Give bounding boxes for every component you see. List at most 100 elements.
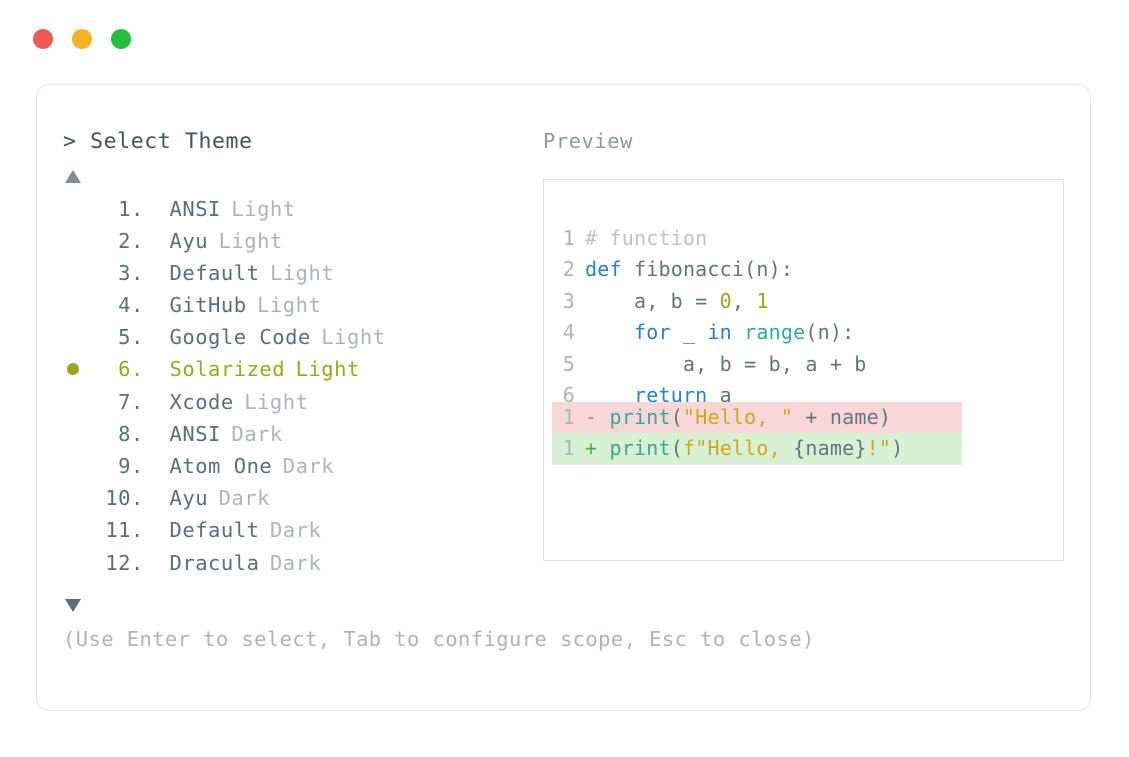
code-token: # function: [585, 225, 708, 250]
selected-dot-icon: [67, 363, 79, 376]
theme-item-name: Default: [169, 518, 260, 543]
theme-item-variant: Light: [295, 357, 360, 382]
spacer: [144, 486, 170, 510]
theme-item-name: Solarized: [169, 357, 286, 382]
theme-item-index: 1: [118, 196, 131, 221]
theme-item-index: 7: [118, 389, 131, 414]
theme-item-variant: Dark: [269, 518, 322, 543]
theme-item-index: 6: [118, 357, 131, 382]
select-theme-label: Select Theme: [90, 129, 253, 154]
theme-item-variant: Dark: [218, 486, 270, 511]
theme-item-index: 8: [118, 421, 131, 446]
theme-list-item[interactable]: 7. Xcode Light: [63, 390, 543, 422]
theme-item-variant: Dark: [282, 454, 335, 478]
theme-item-index: 9: [118, 454, 131, 478]
window-titlebar: [33, 29, 131, 49]
code-token: in: [707, 320, 732, 344]
line-number: 1: [562, 404, 575, 429]
code-token: (: [670, 436, 683, 460]
theme-item-name: Default: [169, 260, 260, 285]
code-token: ,: [731, 288, 757, 313]
triangle-up-icon[interactable]: [65, 169, 81, 183]
keyboard-hint: (Use Enter to select, Tab to configure s…: [63, 627, 815, 651]
theme-item-index-dot: .: [131, 325, 144, 350]
code-token: !": [866, 436, 892, 460]
theme-item-variant: Light: [218, 228, 283, 253]
theme-item-index-dot: .: [131, 518, 144, 543]
preview-label: Preview: [543, 129, 633, 153]
code-token: a, b =: [585, 288, 720, 313]
theme-item-variant: Dark: [231, 421, 283, 446]
line-number: 1: [562, 225, 575, 250]
zoom-button-dot[interactable]: [111, 29, 131, 49]
theme-item-name: ANSI: [169, 196, 221, 221]
code-token: [585, 320, 634, 344]
code-line: 5 a, b = b, a + b: [562, 349, 867, 381]
spacer: [144, 261, 170, 285]
theme-item-index: 2: [118, 228, 131, 253]
line-number: 1: [562, 436, 575, 460]
theme-item-index-dot: .: [131, 357, 144, 382]
theme-item-index-dot: .: [131, 260, 144, 285]
theme-item-index-dot: .: [131, 228, 144, 253]
theme-item-variant: Light: [231, 196, 296, 221]
spacer: [144, 357, 170, 381]
diff-marker-icon: +: [585, 436, 598, 460]
spacer: [144, 293, 170, 317]
spacer: [144, 454, 170, 478]
diff-line-del: 1- print("Hello, " + name): [552, 401, 962, 433]
spacer: [597, 436, 609, 460]
code-token: "Hello, ": [682, 404, 794, 429]
theme-item-name: Dracula: [169, 550, 260, 575]
code-token: 0: [719, 288, 732, 313]
code-token: for: [633, 320, 671, 344]
code-token: range: [744, 320, 806, 344]
spacer: [144, 197, 170, 221]
theme-item-index: 5: [118, 325, 131, 350]
line-number: 5: [562, 351, 575, 376]
theme-item-name: Atom One: [169, 454, 273, 478]
spacer: [144, 422, 170, 446]
code-token: f"Hello,: [682, 436, 794, 460]
diff-preview: 1- print("Hello, " + name)1+ print(f"Hel…: [552, 401, 962, 465]
close-button-dot[interactable]: [33, 29, 53, 49]
page-title-text: [77, 129, 91, 154]
code-token: a: [707, 383, 732, 407]
theme-item-variant: Light: [244, 389, 309, 414]
code-token: [732, 320, 744, 344]
line-number: 6: [562, 383, 575, 407]
code-token: fibonacci(n):: [621, 257, 794, 281]
spacer: [144, 325, 170, 349]
theme-list-item[interactable]: 6. Solarized Light: [63, 357, 543, 389]
code-token: {name}: [793, 436, 867, 460]
diff-line-add: 1+ print(f"Hello, {name}!"): [552, 433, 962, 465]
minimize-button-dot[interactable]: [72, 29, 92, 49]
code-line: 1 # function: [562, 223, 867, 255]
theme-item-name: ANSI: [169, 421, 221, 446]
theme-item-index-dot: .: [131, 196, 144, 221]
theme-item-variant: Dark: [269, 550, 322, 575]
theme-item-index: 4: [118, 293, 131, 318]
code-token: print: [609, 404, 671, 429]
spacer: [144, 551, 170, 575]
code-line: 4 for _ in range(n):: [562, 317, 867, 349]
theme-item-index-dot: .: [131, 293, 144, 318]
theme-item-name: Xcode: [169, 389, 234, 414]
theme-item-index-dot: .: [131, 389, 144, 414]
theme-list-item[interactable]: 1. ANSI Light: [63, 197, 543, 229]
line-number: 3: [562, 288, 575, 313]
triangle-down-icon[interactable]: [65, 598, 81, 612]
